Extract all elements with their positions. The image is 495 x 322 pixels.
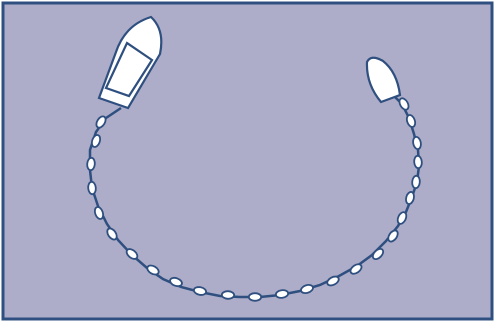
chain-float [222,291,235,299]
chain-float [88,181,97,194]
chain-float [414,155,423,168]
chain-float [249,293,261,301]
chain-float [412,175,421,188]
chain-float [87,157,96,170]
